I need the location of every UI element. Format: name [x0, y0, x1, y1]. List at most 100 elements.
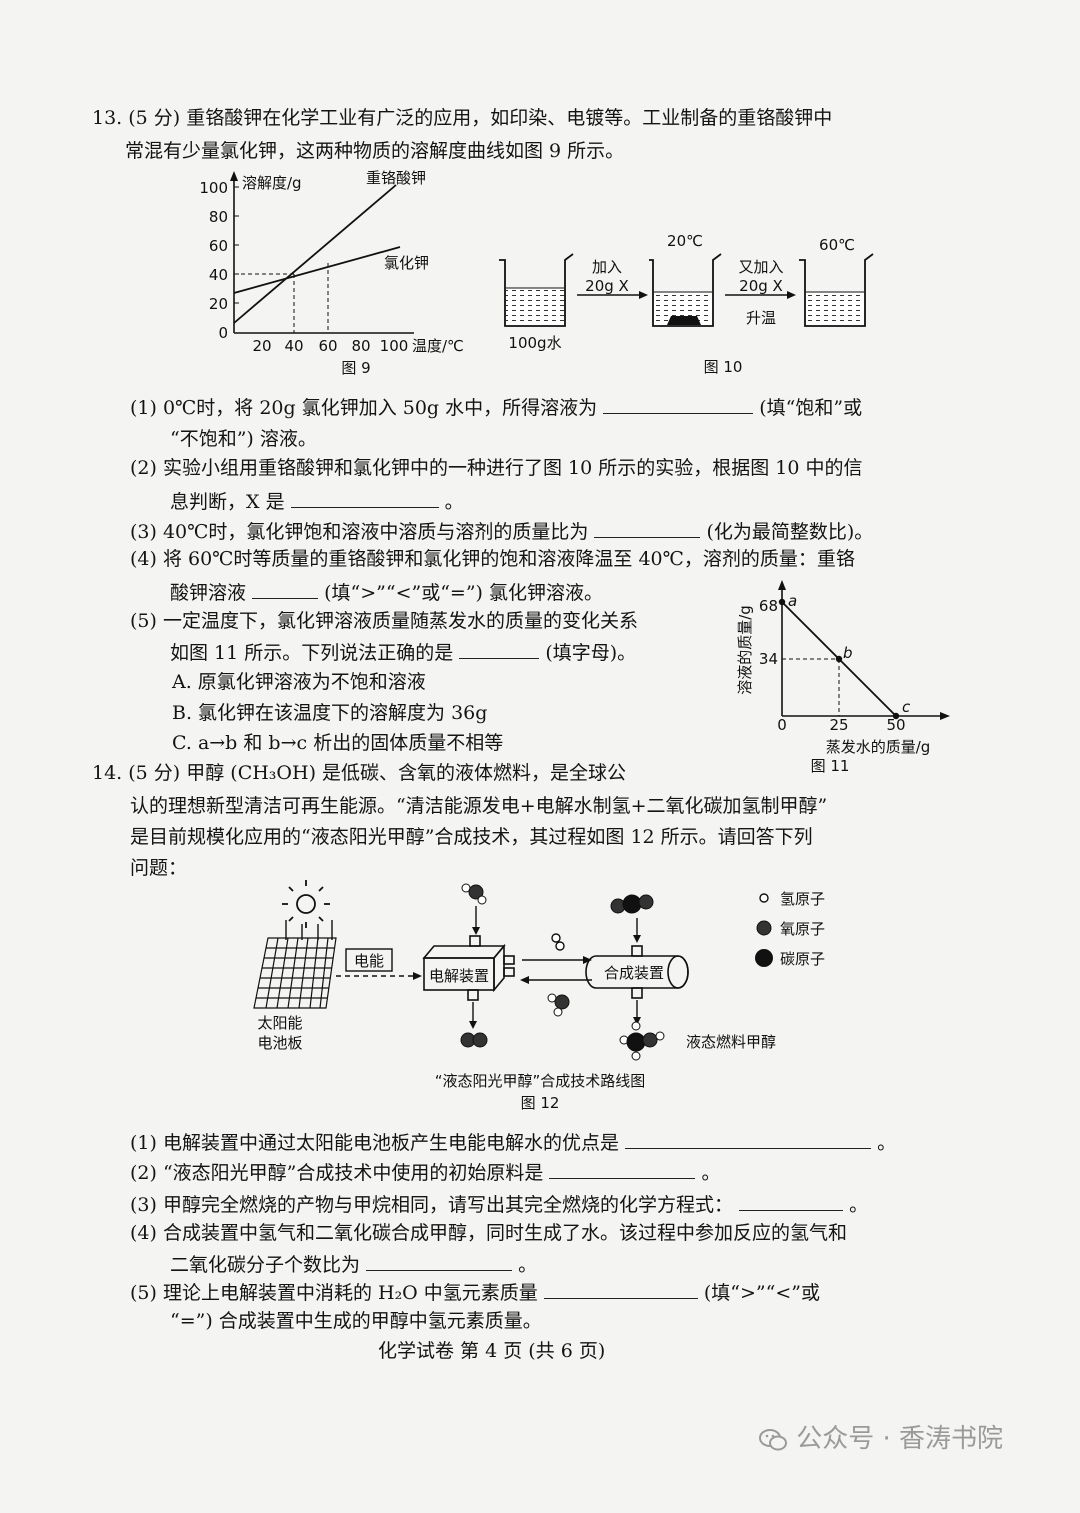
q13-s5-hint: (填字母)。 — [545, 642, 637, 664]
q14-sub1: (1) 电解装置中通过太阳能电池板产生电能电解水的优点是 。 — [130, 1130, 896, 1154]
q13-s3-hint: (化为最简整数比)。 — [706, 521, 874, 543]
q13-s2-end: 。 — [444, 491, 464, 513]
beaker-3 — [799, 253, 874, 327]
answer-blank-13-4[interactable] — [252, 580, 319, 599]
q13-s1-text: (1) 0℃时，将 20g 氯化钾加入 50g 水中，所得溶液为 — [130, 397, 598, 419]
panel-label-1: 太阳能 — [257, 1014, 302, 1032]
q13-sub5: (5) 一定温度下，氯化钾溶液质量随蒸发水的质量的变化关系 — [130, 610, 638, 632]
q14-line-4: 问题： — [130, 857, 188, 879]
electrolysis-label: 电解装置 — [429, 967, 489, 985]
q13-sub5-cont: 如图 11 所示。下列说法正确的是 (填字母)。 — [170, 640, 636, 664]
fig11-point-b — [835, 655, 843, 663]
q13-sub2: (2) 实验小组用重铬酸钾和氯化钾中的一种进行了图 10 所示的实验，根据图 1… — [130, 457, 863, 479]
fig9-xtick: 20 — [252, 337, 271, 355]
page-footer: 化学试卷 第 4 页 (共 6 页) — [378, 1340, 606, 1362]
fig9-ytick: 40 — [209, 266, 228, 284]
fig9-ylabel: 溶解度/g — [242, 174, 302, 192]
answer-blank-13-2[interactable] — [290, 489, 439, 508]
arrow1-top: 加入 — [592, 258, 622, 276]
answer-blank-14-5[interactable] — [543, 1280, 698, 1299]
fig9-ytick: 20 — [209, 295, 228, 313]
q13-option-c: C. a→b 和 b→c 析出的固体质量不相等 — [172, 732, 504, 754]
arrow2-bottom: 升温 — [746, 309, 776, 327]
beaker-2 — [649, 253, 722, 327]
q14-s1-text: (1) 电解装置中通过太阳能电池板产生电能电解水的优点是 — [130, 1132, 619, 1154]
q14-sub4-cont: 二氧化碳分子个数比为 。 — [170, 1252, 537, 1276]
beaker2-temp: 20℃ — [667, 232, 703, 250]
q14-s2-text: (2) “液态阳光甲醇”合成技术中使用的初始原料是 — [130, 1162, 544, 1184]
panel-label-2: 电池板 — [257, 1034, 302, 1052]
answer-blank-14-2[interactable] — [549, 1160, 696, 1179]
fig11-caption: 图 11 — [811, 757, 850, 775]
answer-blank-13-1[interactable] — [603, 395, 754, 414]
q14-s5-text: (5) 理论上电解装置中消耗的 H₂O 中氢元素质量 — [130, 1282, 538, 1304]
q13-line-2: 常混有少量氯化钾，这两种物质的溶解度曲线如图 9 所示。 — [125, 140, 625, 162]
q14-s3-text: (3) 甲醇完全燃烧的产物与甲烷相同，请写出其完全燃烧的化学方程式： — [130, 1194, 733, 1216]
hydrogen-molecule-icon — [551, 933, 565, 951]
q13-s1-cont: “不饱和”) 溶液。 — [170, 428, 317, 450]
oxygen-molecule-icon — [460, 1032, 488, 1048]
answer-blank-14-4[interactable] — [366, 1252, 513, 1271]
fig11-point-c — [892, 712, 900, 720]
figure-10-beaker-experiment: 100g水 加入 20g X 20℃ 又加入 20g X 升温 60℃ 图 10 — [499, 232, 874, 376]
q14-line-3: 是目前规模化应用的“液态阳光甲醇”合成技术，其过程如图 12 所示。请回答下列 — [130, 826, 813, 848]
q14-s5-hint: (填“>”“<”或 — [703, 1282, 820, 1304]
fig9-ytick: 60 — [209, 237, 228, 255]
synthesis-device — [585, 945, 689, 999]
figure-11-evaporation-chart: 溶液的质量/g 68 34 0 25 50 a b c 蒸发水的质量/g 图 1… — [736, 580, 950, 775]
arrow2-mid: 20g X — [739, 277, 783, 295]
q14-sub5: (5) 理论上电解装置中消耗的 H₂O 中氢元素质量 (填“>”“<”或 — [130, 1280, 820, 1304]
fig11-xtick-25: 25 — [829, 716, 848, 734]
q13-sub4: (4) 将 60℃时等质量的重铬酸钾和氯化钾的饱和溶液降温至 40℃，溶剂的质量… — [130, 548, 855, 570]
q14-s1-end: 。 — [877, 1132, 897, 1154]
legend-hydrogen-icon — [759, 893, 769, 903]
watermark: 公众号 · 香涛书院 — [758, 1418, 1003, 1455]
fig11-label-a: a — [788, 592, 797, 610]
fig9-xtick: 100 — [380, 337, 409, 355]
legend-carbon-label: 碳原子 — [780, 950, 825, 968]
fig9-series1-label: 重铬酸钾 — [366, 169, 426, 187]
answer-blank-13-5[interactable] — [459, 640, 540, 659]
figure-9-solubility-chart: 溶解度/g 100 80 60 40 20 0 20 40 60 80 100 … — [199, 169, 464, 377]
q14-line-2: 认的理想新型清洁可再生能源。“清洁能源发电+电解水制氢+二氧化碳加氢制甲醇” — [130, 795, 828, 817]
fig12-title: “液态阳光甲醇”合成技术路线图 — [435, 1072, 646, 1090]
beaker-1 — [499, 253, 574, 327]
q13-sub3: (3) 40℃时，氯化钾饱和溶液中溶质与溶剂的质量比为 (化为最简整数比)。 — [130, 519, 873, 543]
q14-sub2: (2) “液态阳光甲醇”合成技术中使用的初始原料是 。 — [130, 1160, 721, 1184]
fig9-curve-kcl — [233, 246, 401, 294]
figure-12-process-diagram: 太阳能 电池板 电能 电解装置 合成装置 — [253, 880, 825, 1112]
q14-sub3: (3) 甲醇完全燃烧的产物与甲烷相同，请写出其完全燃烧的化学方程式： 。 — [130, 1192, 868, 1216]
fig9-series2-label: 氯化钾 — [384, 254, 429, 272]
q14-s3-end: 。 — [849, 1194, 869, 1216]
water-molecule-back-icon — [547, 993, 570, 1017]
power-label: 电能 — [354, 952, 384, 970]
q13-option-b: B. 氯化钾在该温度下的溶解度为 36g — [172, 702, 488, 724]
arrow2-top: 又加入 — [738, 258, 783, 276]
answer-blank-14-1[interactable] — [625, 1130, 872, 1149]
wechat-icon — [758, 1428, 788, 1452]
fig9-xlabel: 温度/℃ — [412, 337, 464, 355]
beaker3-temp: 60℃ — [819, 236, 855, 254]
q14-sub4: (4) 合成装置中氢气和二氧化碳合成甲醇，同时生成了水。该过程中参加反应的氢气和 — [130, 1222, 847, 1244]
fig9-ytick: 0 — [218, 324, 228, 342]
q13-line-1: 13. (5 分) 重铬酸钾在化学工业有广泛的应用，如印染、电镀等。工业制备的重… — [92, 107, 833, 129]
legend-oxygen-label: 氧原子 — [780, 920, 825, 938]
q14-s4-end: 。 — [518, 1254, 538, 1276]
fig9-ytick: 80 — [209, 208, 228, 226]
q13-s2-text: 息判断，X 是 — [170, 491, 285, 513]
q14-s4-text: 二氧化碳分子个数比为 — [170, 1254, 361, 1276]
sun-icon — [282, 880, 330, 928]
fig9-xtick: 40 — [284, 337, 303, 355]
q13-s5-text: 如图 11 所示。下列说法正确的是 — [170, 642, 454, 664]
q14-s2-end: 。 — [701, 1162, 721, 1184]
water-molecule-in-icon — [461, 883, 487, 905]
fig9-xtick: 60 — [318, 337, 337, 355]
fig11-point-a — [778, 598, 786, 606]
answer-blank-13-3[interactable] — [594, 519, 701, 538]
fig9-curve-dichromate — [233, 184, 397, 324]
fig12-caption: 图 12 — [521, 1094, 560, 1112]
synthesis-label: 合成装置 — [604, 964, 664, 982]
fig11-label-c: c — [902, 698, 911, 716]
answer-blank-14-3[interactable] — [739, 1192, 844, 1211]
fig10-caption: 图 10 — [704, 358, 743, 376]
